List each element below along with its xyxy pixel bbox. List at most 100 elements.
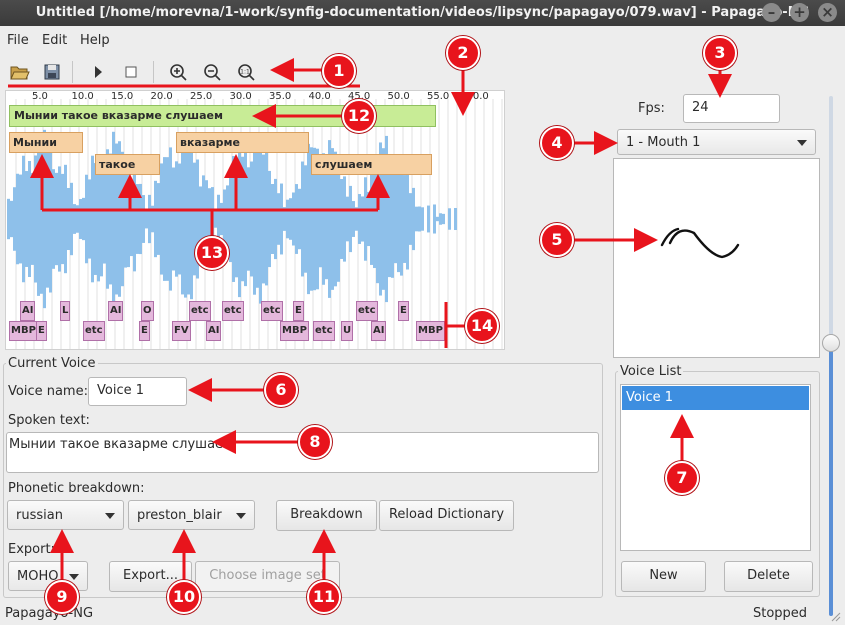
waveform-bar: [202, 175, 205, 263]
waveform-bar: [265, 152, 268, 286]
ruler-tick-label: 20.0: [150, 91, 173, 102]
slider-handle[interactable]: [822, 334, 840, 352]
ruler-tick-label: 60.0: [466, 91, 489, 102]
waveform-bar: [79, 199, 82, 239]
stop-icon[interactable]: [117, 58, 145, 86]
reload-dictionary-button[interactable]: Reload Dictionary: [379, 500, 514, 531]
waveform-bar: [13, 187, 16, 251]
waveform-bar: [73, 204, 76, 234]
phoneme-box[interactable]: AI: [206, 321, 222, 341]
spoken-text-label: Spoken text:: [8, 413, 90, 428]
phoneme-set-select[interactable]: preston_blair: [128, 500, 255, 530]
waveform-bar: [25, 171, 28, 267]
phoneme-box[interactable]: U: [341, 321, 354, 341]
waveform-bar: [199, 186, 202, 252]
ruler-tick-label: 10.0: [71, 91, 94, 102]
phoneme-box[interactable]: AI: [20, 301, 36, 321]
volume-slider[interactable]: [822, 96, 840, 616]
waveform-bar: [325, 158, 328, 280]
annotation-marker: 6: [264, 373, 298, 407]
waveform-bar: [367, 191, 370, 247]
waveform-bar: [343, 176, 346, 262]
annotation-marker: 12: [342, 99, 376, 133]
export-button[interactable]: Export...: [109, 561, 192, 592]
play-icon[interactable]: [84, 58, 112, 86]
waveform-bar: [346, 196, 349, 242]
waveform-bar: [34, 155, 37, 283]
new-voice-button[interactable]: New: [621, 561, 706, 592]
maximize-icon[interactable]: +: [790, 3, 809, 22]
word-box[interactable]: слушаем: [311, 154, 432, 175]
phoneme-box[interactable]: etc: [189, 301, 211, 321]
waveform-bar: [91, 155, 94, 283]
save-icon[interactable]: [38, 58, 66, 86]
phoneme-box[interactable]: MBP: [280, 321, 309, 341]
word-box[interactable]: вказарме: [176, 132, 309, 153]
phoneme-box[interactable]: etc: [222, 301, 244, 321]
phoneme-box[interactable]: etc: [356, 301, 378, 321]
phoneme-box[interactable]: AI: [371, 321, 387, 341]
phoneme-box[interactable]: L: [60, 301, 71, 321]
phoneme-box[interactable]: FV: [172, 321, 191, 341]
waveform-bar: [448, 208, 451, 230]
waveform-bar: [454, 207, 457, 231]
phoneme-box[interactable]: E: [398, 301, 409, 321]
mouth-select[interactable]: 1 - Mouth 1: [617, 129, 816, 155]
waveform-bar: [397, 165, 400, 273]
voice-name-field[interactable]: Voice 1: [88, 377, 187, 406]
waveform-bar: [301, 161, 304, 277]
phrase-box[interactable]: Мынии такое вказарме слушаем: [9, 105, 436, 127]
waveform-bar: [415, 206, 418, 232]
menu-file[interactable]: File: [7, 33, 29, 48]
phoneme-box[interactable]: MBP: [9, 321, 38, 341]
waveform-bar: [118, 141, 121, 297]
voice-list-item[interactable]: Voice 1: [622, 386, 809, 410]
waveform-bar: [373, 169, 376, 269]
phoneme-box[interactable]: etc: [313, 321, 335, 341]
waveform-bar: [70, 182, 73, 256]
waveform-bar: [43, 129, 46, 309]
word-box[interactable]: такое: [95, 154, 160, 175]
minimize-icon[interactable]: –: [762, 3, 781, 22]
waveform-bar: [49, 145, 52, 293]
annotation-marker: 14: [465, 309, 499, 343]
fps-field[interactable]: 24: [683, 94, 780, 123]
phoneme-box[interactable]: E: [293, 301, 304, 321]
waveform-bar: [64, 164, 67, 274]
waveform-bar: [52, 169, 55, 269]
language-select[interactable]: russian: [7, 500, 124, 530]
waveform-bar: [67, 187, 70, 251]
ruler-tick-label: 55.0: [427, 91, 450, 102]
phoneme-box[interactable]: etc: [261, 301, 283, 321]
open-icon[interactable]: [5, 58, 33, 86]
waveform-bar: [19, 174, 22, 264]
phoneme-box[interactable]: etc: [83, 321, 105, 341]
close-icon[interactable]: ×: [818, 3, 837, 22]
phoneme-box[interactable]: MBP: [416, 321, 445, 341]
status-state: Stopped: [753, 606, 808, 621]
word-box[interactable]: Мынии: [9, 132, 83, 153]
waveform-bar: [283, 207, 286, 231]
voice-list-title: Voice List: [618, 364, 684, 379]
chevron-down-icon: [797, 140, 807, 146]
zoom-out-icon[interactable]: [198, 58, 226, 86]
voice-list: Voice 1: [620, 384, 811, 551]
waveform-bar: [385, 135, 388, 303]
waveform-bar: [238, 140, 241, 298]
waveform-bar: [352, 201, 355, 237]
waveform-bar: [280, 183, 283, 255]
annotation-marker: 8: [298, 425, 332, 459]
delete-voice-button[interactable]: Delete: [724, 561, 813, 592]
phoneme-box[interactable]: E: [139, 321, 150, 341]
phoneme-box[interactable]: E: [36, 321, 47, 341]
resize-grip-icon[interactable]: [829, 610, 841, 622]
zoom-in-icon[interactable]: [164, 58, 192, 86]
phoneme-box[interactable]: O: [141, 301, 154, 321]
breakdown-button[interactable]: Breakdown: [276, 500, 377, 531]
waveform-bar: [157, 183, 160, 255]
menu-help[interactable]: Help: [80, 33, 110, 48]
menu-edit[interactable]: Edit: [42, 33, 68, 48]
zoom-reset-icon[interactable]: 1:1: [232, 58, 260, 86]
phoneme-box[interactable]: AI: [108, 301, 124, 321]
